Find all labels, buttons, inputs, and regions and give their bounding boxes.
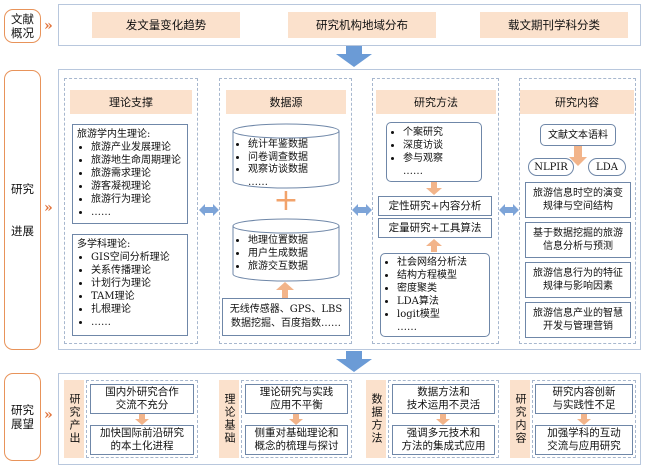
outlook-solution-methods: 强调多元技术和方法的集成式应用 [392, 425, 495, 455]
theory-internal-box: 旅游学内生理论: 旅游产业发展理论 旅游地生命周期理论 旅游需求理论 游客凝视理… [72, 124, 188, 224]
theory-header: 理论支撑 [70, 90, 192, 114]
list-item: …… [91, 316, 183, 329]
list-item: 个案研究 [403, 126, 479, 139]
double-arrow-icon [499, 204, 519, 216]
theory-multi-title: 多学科理论: [77, 239, 131, 250]
content-tool-lda: LDA [588, 158, 626, 176]
plus-sign: + [273, 183, 299, 218]
datasource-panel [219, 78, 352, 344]
up-arrow-icon [276, 282, 294, 298]
down-arrow-icon [436, 414, 450, 425]
list-item: 游客凝视理论 [91, 180, 183, 193]
methods-header: 研究方法 [376, 90, 496, 114]
list-item: LDA算法 [397, 295, 487, 308]
list-item: 旅游需求理论 [91, 167, 183, 180]
list-item: 社会网络分析法 [397, 256, 487, 269]
list-item: 旅游产业发展理论 [91, 141, 183, 154]
theory-internal-title: 旅游学内生理论: [77, 129, 151, 140]
overview-item-trend: 发文量变化趋势 [92, 12, 240, 38]
down-arrow-icon [577, 414, 591, 425]
list-item: 旅游地生命周期理论 [91, 154, 183, 167]
down-arrow-icon [336, 351, 372, 372]
list-item: GIS空间分析理论 [91, 251, 183, 264]
list-item: 关系传播理论 [91, 264, 183, 277]
list-item: 旅游行为理论 [91, 193, 183, 206]
list-item: 观察访谈数据 [248, 164, 340, 177]
methods-combo-qual: 定性研究+内容分析 [378, 196, 492, 216]
outlook-group-output [86, 380, 198, 458]
list-item: 参与观察 [403, 152, 479, 165]
outlook-label-output: 研究产出 [64, 380, 84, 458]
list-item: 问卷调查数据 [248, 152, 340, 165]
outlook-label-methods: 数据方法 [366, 380, 386, 458]
chevron-right-icon: » [44, 18, 53, 34]
outlook-problem-theory: 理论研究与实践应用不平衡 [245, 384, 348, 414]
up-arrow-icon [426, 239, 442, 252]
overview-item-journals: 载文期刊学科分类 [480, 12, 628, 38]
down-arrow-icon [569, 146, 587, 166]
list-item: …… [248, 176, 268, 188]
list-item: logit模型 [397, 308, 487, 321]
datasource-top-list: 统计年鉴数据 问卷调查数据 观察访谈数据 …… [234, 139, 340, 189]
down-arrow-icon [426, 182, 442, 195]
content-tool-nlpir: NLPIR [528, 158, 574, 176]
outlook-label-content: 研究内容 [510, 380, 530, 458]
double-arrow-icon [352, 204, 372, 216]
theory-multi-box: 多学科理论: GIS空间分析理论 关系传播理论 计划行为理论 TAM理论 扎根理… [72, 234, 188, 336]
outlook-group-methods [388, 380, 499, 458]
chevron-right-icon: » [44, 407, 53, 423]
theory-panel [64, 78, 198, 344]
outlook-group-content [532, 380, 636, 458]
list-item: …… [91, 206, 183, 219]
methods-qual-box: 个案研究 深度访谈 参与观察 …… [386, 122, 482, 182]
list-item: 旅游交互数据 [248, 260, 340, 273]
down-arrow-icon [289, 414, 303, 425]
list-item: …… [397, 322, 417, 333]
outlook-solution-content: 加强学科的互动交流与应用研究 [535, 425, 633, 455]
content-topic-1: 旅游信息时空的演变规律与空间结构 [525, 182, 631, 218]
list-item: 扎根理论 [91, 303, 183, 316]
list-item: 统计年鉴数据 [248, 139, 340, 152]
methods-combo-quant: 定量研究+工具算法 [378, 218, 492, 238]
outlook-solution-output: 加快国际前沿研究的本土化进程 [90, 425, 194, 455]
down-arrow-icon [336, 46, 372, 67]
section-label-progress: 研究进展 [4, 70, 41, 350]
outlook-group-theory [241, 380, 352, 458]
content-panel [519, 78, 636, 344]
down-arrow-icon [135, 414, 149, 425]
list-item: 密度聚类 [397, 282, 487, 295]
outlook-label-theory: 理论基础 [219, 380, 239, 458]
content-topic-2: 基于数据挖掘的旅游信息分析与预测 [525, 222, 631, 258]
list-item: 计划行为理论 [91, 277, 183, 290]
methods-panel [372, 78, 499, 344]
datasource-bottom-list: 地理位置数据 用户生成数据 旅游交互数据 [234, 234, 340, 273]
content-corpus-box: 文献文本语料 [540, 124, 616, 146]
outlook-problem-methods: 数据方法和技术运用不灵活 [392, 384, 495, 414]
outlook-problem-output: 国内外研究合作交流不充分 [90, 384, 194, 414]
list-item: 深度访谈 [403, 139, 479, 152]
section-label-overview: 文献概况 [4, 9, 41, 43]
outlook-solution-theory: 侧重对基础理论和概念的梳理与探讨 [245, 425, 348, 455]
list-item: …… [403, 166, 423, 177]
outlook-problem-content: 研究内容创新与实践性不足 [535, 384, 633, 414]
chevron-right-icon: » [44, 200, 53, 216]
content-topic-3: 旅游信息行为的特征规律与影响因素 [525, 262, 631, 298]
list-item: 地理位置数据 [248, 234, 340, 247]
double-arrow-icon [199, 204, 219, 216]
content-header: 研究内容 [520, 90, 634, 114]
list-item: TAM理论 [91, 290, 183, 303]
database-cylinder-icon [232, 218, 340, 282]
content-topic-4: 旅游信息产业的智慧开发与管理营销 [525, 302, 631, 338]
overview-item-institutions: 研究机构地域分布 [288, 12, 436, 38]
list-item: 结构方程模型 [397, 269, 487, 282]
database-cylinder-icon [232, 123, 340, 189]
section-label-outlook: 研究展望 [4, 373, 41, 461]
list-item: 用户生成数据 [248, 247, 340, 260]
datasource-header: 数据源 [226, 90, 346, 114]
methods-quant-box: 社会网络分析法 结构方程模型 密度聚类 LDA算法 logit模型 …… [380, 253, 490, 337]
